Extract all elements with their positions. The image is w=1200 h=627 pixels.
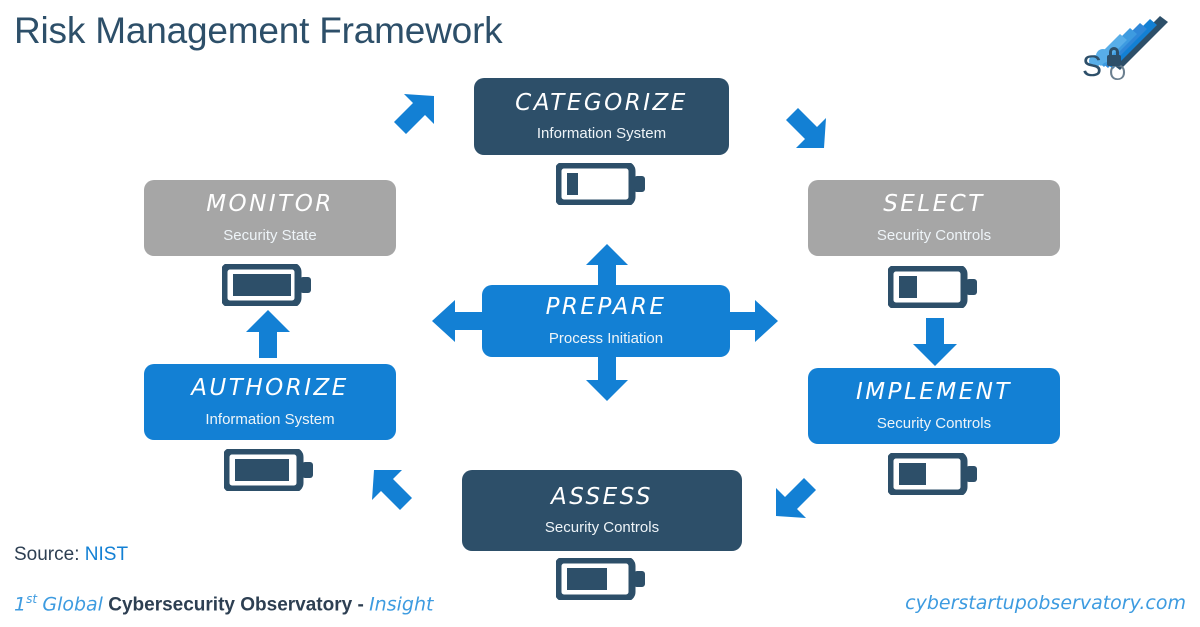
cyber-startup-observatory-logo: S O: [1082, 8, 1182, 86]
tagline: 1st Global Cybersecurity Observatory - I…: [14, 592, 433, 616]
flow-arrow-down-icon: [913, 318, 957, 371]
stage-title-prepare: PREPARE: [545, 294, 667, 321]
stage-box-assess[interactable]: ASSESS Security Controls: [462, 470, 742, 551]
source-link-nist[interactable]: NIST: [84, 544, 129, 565]
tagline-sup: st: [26, 592, 38, 606]
battery-icon-monitor: [220, 262, 314, 308]
stage-subtitle-categorize: Information System: [536, 125, 667, 143]
prepare-arrow-right-icon: [728, 300, 778, 347]
stage-title-implement: IMPLEMENT: [856, 379, 1012, 406]
stage-title-monitor: MONITOR: [206, 191, 334, 218]
stage-subtitle-assess: Security Controls: [544, 519, 660, 537]
battery-icon-categorize: [554, 161, 648, 207]
stage-box-authorize[interactable]: AUTHORIZE Information System: [144, 364, 396, 440]
stage-subtitle-authorize: Information System: [205, 410, 335, 428]
prepare-arrow-up-icon: [586, 244, 628, 295]
svg-text:O: O: [1109, 60, 1126, 85]
stage-title-select: SELECT: [883, 191, 985, 218]
stage-title-authorize: AUTHORIZE: [191, 375, 349, 402]
stage-box-prepare[interactable]: PREPARE Process Initiation: [482, 285, 730, 357]
stage-subtitle-select: Security Controls: [876, 226, 992, 244]
svg-text:S: S: [1082, 50, 1102, 83]
stage-box-monitor[interactable]: MONITOR Security State: [144, 180, 396, 256]
stage-title-assess: ASSESS: [550, 483, 654, 510]
tagline-insight: Insight: [369, 593, 434, 616]
battery-icon-authorize: [222, 447, 316, 493]
logo-icon: S O: [1082, 16, 1168, 85]
source-label: Source:: [14, 544, 80, 565]
stage-box-implement[interactable]: IMPLEMENT Security Controls: [808, 368, 1060, 444]
lock-icon: [1107, 47, 1121, 66]
stage-subtitle-prepare: Process Initiation: [548, 329, 664, 347]
stage-box-select[interactable]: SELECT Security Controls: [808, 180, 1060, 256]
stage-subtitle-monitor: Security State: [223, 226, 317, 244]
stage-title-categorize: CATEGORIZE: [515, 89, 688, 116]
source-line: Source: NIST: [14, 544, 128, 566]
tagline-dash: -: [357, 594, 364, 616]
flow-arrow-down-right-icon: [776, 100, 828, 157]
stage-subtitle-implement: Security Controls: [876, 414, 992, 432]
page-title: Risk Management Framework: [14, 10, 503, 51]
tagline-global: Global: [42, 593, 103, 616]
flow-arrow-up-right-icon: [386, 92, 438, 149]
flow-arrow-up-icon: [246, 310, 290, 363]
tagline-first: 1: [14, 593, 27, 616]
battery-icon-select: [886, 264, 980, 310]
flow-arrow-up-left-icon: [370, 466, 422, 523]
stage-box-categorize[interactable]: CATEGORIZE Information System: [474, 78, 729, 155]
battery-icon-assess: [554, 556, 648, 602]
prepare-arrow-down-icon: [586, 355, 628, 406]
prepare-arrow-left-icon: [432, 300, 482, 347]
flow-arrow-down-left-icon: [772, 468, 824, 525]
website-link[interactable]: cyberstartupobservatory.com: [905, 592, 1186, 614]
tagline-bold: Cybersecurity Observatory: [108, 594, 353, 616]
battery-icon-implement: [886, 451, 980, 497]
